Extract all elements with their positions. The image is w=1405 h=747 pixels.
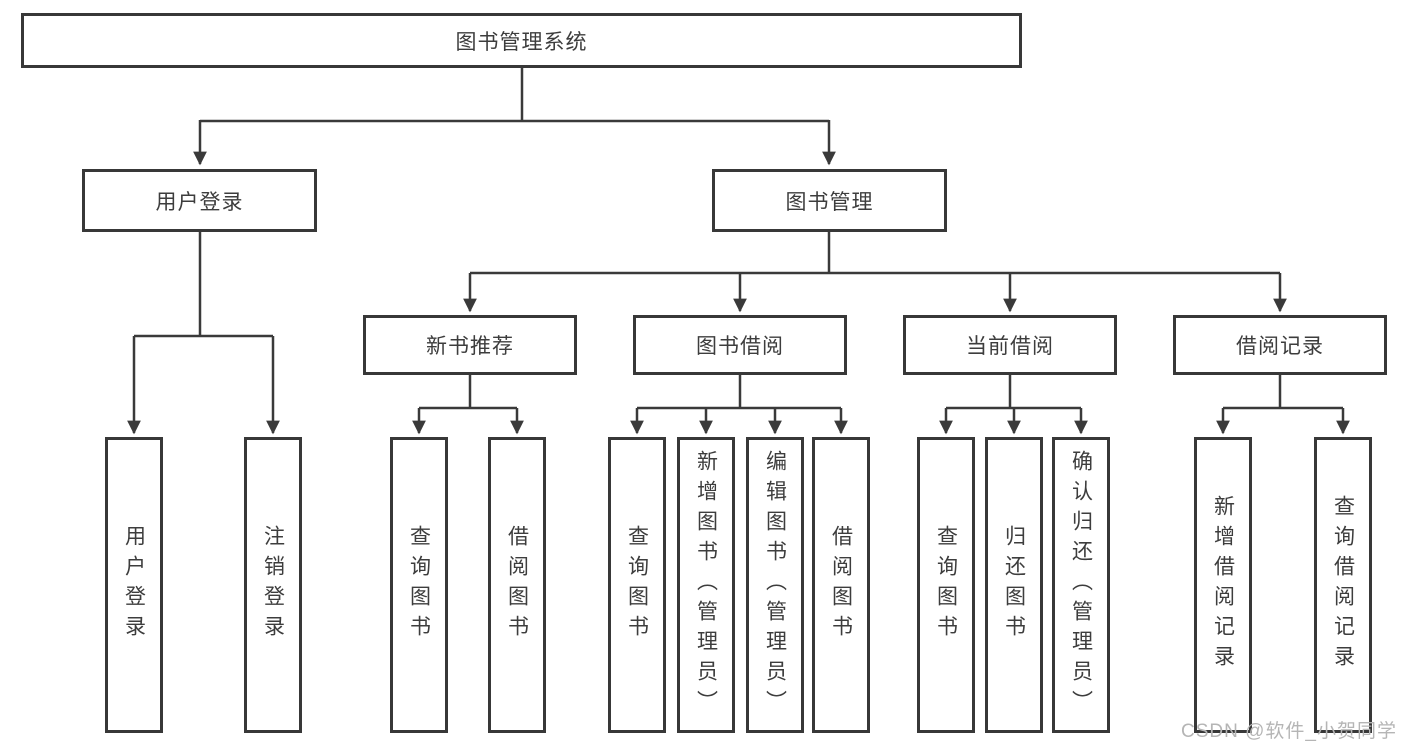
- leaf-query-borrow-record-label: 查询借阅记录: [1331, 495, 1355, 675]
- node-library-system-label: 图书管理系统: [455, 30, 588, 54]
- node-new-book-recommend-label: 新书推荐: [426, 335, 514, 358]
- node-book-borrow-label: 图书借阅: [696, 335, 784, 358]
- connector-user-login: [127, 232, 280, 435]
- leaf-add-books-admin-label: 新增图书（管理员）: [694, 450, 718, 720]
- node-user-login-label: 用户登录: [155, 190, 244, 214]
- leaf-return-books-label: 归还图书: [1002, 525, 1026, 645]
- node-user-login: 用户登录: [82, 169, 317, 232]
- node-book-mgmt-label: 图书管理: [785, 190, 874, 214]
- leaf-borrow-books-1-label: 借阅图书: [505, 525, 529, 645]
- node-library-system: 图书管理系统: [21, 13, 1022, 68]
- leaf-query-books-2-label: 查询图书: [625, 525, 649, 645]
- connector-book-mgmt: [463, 232, 1287, 313]
- node-new-book-recommend: 新书推荐: [363, 315, 577, 375]
- leaf-return-books: 归还图书: [985, 437, 1043, 733]
- connector-borrow-records: [1216, 375, 1350, 435]
- leaf-logout: 注销登录: [244, 437, 302, 733]
- leaf-user-login-label: 用户登录: [122, 525, 146, 645]
- node-book-borrow: 图书借阅: [633, 315, 847, 375]
- leaf-borrow-books-2: 借阅图书: [812, 437, 870, 733]
- node-current-borrow-label: 当前借阅: [966, 335, 1054, 358]
- connector-root: [193, 68, 836, 166]
- node-borrow-records: 借阅记录: [1173, 315, 1387, 375]
- node-book-mgmt: 图书管理: [712, 169, 947, 232]
- leaf-logout-label: 注销登录: [261, 525, 285, 645]
- leaf-edit-books-admin: 编辑图书（管理员）: [746, 437, 804, 733]
- leaf-query-books-1-label: 查询图书: [407, 525, 431, 645]
- connector-current-borrow: [939, 375, 1088, 435]
- leaf-user-login: 用户登录: [105, 437, 163, 733]
- csdn-watermark: CSDN @软件_小贺同学: [1181, 721, 1397, 742]
- leaf-borrow-books-2-label: 借阅图书: [829, 525, 853, 645]
- node-borrow-records-label: 借阅记录: [1236, 335, 1324, 358]
- leaf-query-books-2: 查询图书: [608, 437, 666, 733]
- leaf-borrow-books-1: 借阅图书: [488, 437, 546, 733]
- leaf-query-books-3-label: 查询图书: [934, 525, 958, 645]
- leaf-add-books-admin: 新增图书（管理员）: [677, 437, 735, 733]
- leaf-confirm-return-admin: 确认归还（管理员）: [1052, 437, 1110, 733]
- node-current-borrow: 当前借阅: [903, 315, 1117, 375]
- leaf-query-books-1: 查询图书: [390, 437, 448, 733]
- leaf-edit-books-admin-label: 编辑图书（管理员）: [763, 450, 787, 720]
- leaf-add-borrow-record: 新增借阅记录: [1194, 437, 1252, 733]
- leaf-query-books-3: 查询图书: [917, 437, 975, 733]
- leaf-query-borrow-record: 查询借阅记录: [1314, 437, 1372, 733]
- leaf-add-borrow-record-label: 新增借阅记录: [1211, 495, 1235, 675]
- leaf-confirm-return-admin-label: 确认归还（管理员）: [1069, 450, 1093, 720]
- connector-book-borrow: [630, 375, 848, 435]
- connector-new-book-recommend: [412, 375, 524, 435]
